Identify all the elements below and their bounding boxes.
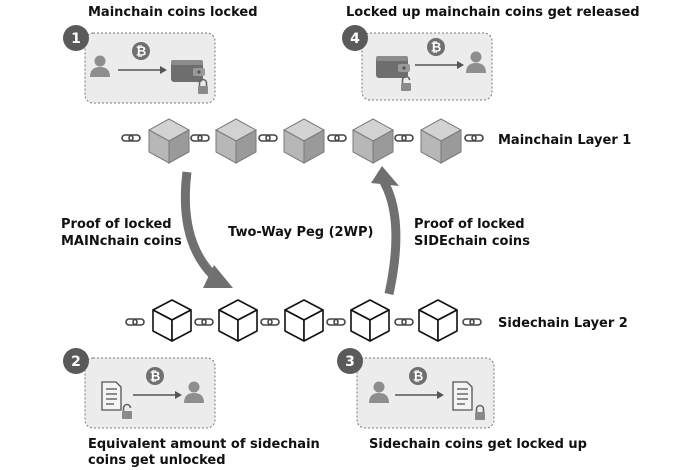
chain-link-icon [194, 318, 214, 326]
cube-icon [418, 299, 458, 342]
cube-icon [420, 118, 462, 164]
chain-link-icon [260, 318, 280, 326]
chain-link-icon [327, 134, 347, 142]
step-2-panel: 2 [63, 348, 216, 429]
chain-link-icon [121, 134, 141, 142]
svg-text:1: 1 [71, 31, 81, 47]
bitcoin-icon [427, 38, 445, 56]
step-3-panel: 3 [337, 348, 495, 429]
cube-icon [215, 118, 257, 164]
document-icon [101, 381, 122, 411]
step-2-badge: 2 [63, 348, 89, 374]
proof-side-line1: Proof of locked [414, 217, 525, 232]
step-2-caption-line1: Equivalent amount of sidechain [88, 437, 320, 452]
proof-side-line2: SIDEchain coins [414, 234, 530, 249]
cube-icon [152, 299, 192, 342]
cube-icon [350, 299, 390, 342]
cube-icon [148, 118, 190, 164]
chain-link-icon [462, 318, 482, 326]
chain-link-icon [464, 134, 484, 142]
chain-link-icon [394, 134, 414, 142]
sidechain-row [125, 299, 482, 342]
chain-link-icon [394, 318, 414, 326]
cube-icon [218, 299, 258, 342]
step-1-badge: 1 [63, 25, 89, 51]
svg-text:3: 3 [345, 354, 355, 370]
step-1-panel: 1 [63, 25, 216, 104]
chain-link-icon [190, 134, 210, 142]
proof-main-line1: Proof of locked [61, 217, 172, 232]
document-icon [452, 381, 473, 411]
step-4-caption: Locked up mainchain coins get released [346, 5, 640, 20]
chain-link-icon [258, 134, 278, 142]
step-1-caption: Mainchain coins locked [88, 5, 258, 20]
curved-arrow-icon [371, 166, 401, 295]
proof-main-line2: MAINchain coins [61, 234, 182, 249]
cube-icon [284, 299, 324, 342]
mainchain-layer-label: Mainchain Layer 1 [498, 133, 632, 148]
svg-text:2: 2 [71, 354, 81, 370]
sidechain-layer-label: Sidechain Layer 2 [498, 316, 628, 331]
mainchain-row [121, 118, 484, 164]
step-4-panel: 4 [342, 25, 493, 101]
step-2-caption-line2: coins get unlocked [88, 453, 226, 468]
wallet-icon [171, 60, 205, 82]
bitcoin-icon [132, 42, 150, 60]
bitcoin-icon [409, 367, 427, 385]
cube-icon [352, 118, 394, 164]
step-3-badge: 3 [337, 348, 363, 374]
svg-text:4: 4 [350, 31, 360, 47]
chain-link-icon [326, 318, 346, 326]
step-3-caption: Sidechain coins get locked up [369, 437, 587, 452]
curved-arrow-icon [180, 171, 233, 288]
step-4-badge: 4 [342, 25, 368, 51]
bitcoin-icon [146, 367, 164, 385]
two-way-peg-title: Two-Way Peg (2WP) [228, 225, 374, 240]
cube-icon [283, 118, 325, 164]
wallet-icon [376, 56, 410, 78]
chain-link-icon [125, 318, 145, 326]
